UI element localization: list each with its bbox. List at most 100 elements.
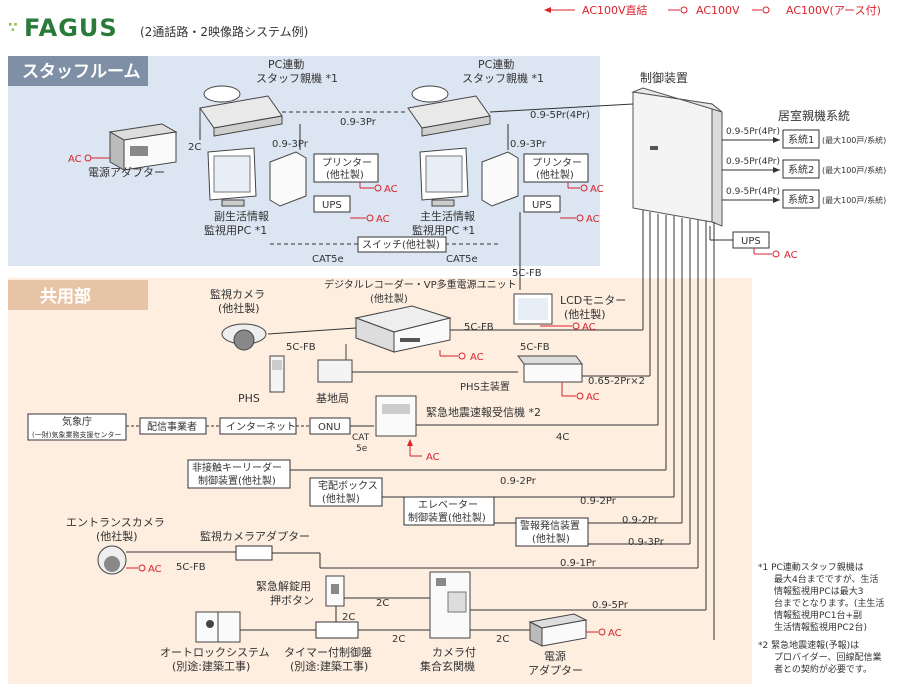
cable-label: 0.9-2Pr <box>580 496 617 507</box>
svg-text:オートロックシステム: オートロックシステム <box>160 646 270 659</box>
cable-label: 0.9-1Pr <box>560 558 597 569</box>
onu-box: ONU <box>309 417 351 435</box>
delivery-box: 宅配ボックス (他社製) <box>309 477 383 507</box>
svg-text:タイマー付制御盤: タイマー付制御盤 <box>284 645 372 659</box>
svg-text:(最大100戸/系統): (最大100戸/系統) <box>822 165 886 175</box>
legend: AC100V直結 AC100V AC100V(アース付) <box>544 3 881 17</box>
svg-text:AC100V(アース付): AC100V(アース付) <box>786 4 881 17</box>
cable-label: 2C <box>188 142 201 153</box>
lcd-monitor: LCDモニター (他社製) AC <box>513 293 626 333</box>
svg-text:非接触キーリーダー: 非接触キーリーダー <box>192 461 282 474</box>
svg-text:CAT5e: CAT5e <box>312 254 344 265</box>
cable-label: 0.9-3Pr <box>272 139 309 150</box>
svg-text:0.9-5Pr(4Pr): 0.9-5Pr(4Pr) <box>726 187 780 197</box>
svg-text:(他社製): (他社製) <box>564 307 606 321</box>
svg-text:気象庁: 気象庁 <box>62 415 92 428</box>
svg-text:生活情報監視用PC2台): 生活情報監視用PC2台) <box>774 621 867 633</box>
svg-text:カメラ付: カメラ付 <box>432 646 476 659</box>
svg-text:プリンター: プリンター <box>322 157 372 169</box>
room-systems: 居室親機系統 0.9-5Pr(4Pr) 0.9-5Pr(4Pr) 0.9-5Pr… <box>722 108 886 209</box>
cable-label: 2C <box>392 634 405 645</box>
svg-text:電源アダプター: 電源アダプター <box>88 165 165 179</box>
svg-text:PHS: PHS <box>238 392 260 405</box>
svg-text:スタッフ親機 *1: スタッフ親機 *1 <box>256 71 338 85</box>
svg-text:AC: AC <box>376 214 390 225</box>
network-switch: スイッチ(他社製) CAT5e CAT5e <box>270 236 500 265</box>
svg-text:AC: AC <box>426 452 440 463</box>
internet-box: インターネット <box>219 417 297 435</box>
svg-text:エントランスカメラ: エントランスカメラ <box>66 516 165 529</box>
svg-text:(一財)気象業務支援センター: (一財)気象業務支援センター <box>32 430 121 439</box>
pc-master-left: PC連動 スタッフ親機 *1 <box>199 57 338 137</box>
svg-text:AC: AC <box>384 184 398 195</box>
svg-text:制御装置: 制御装置 <box>640 70 688 85</box>
svg-text:スタッフ親機 *1: スタッフ親機 *1 <box>462 71 544 85</box>
svg-text:(他社製): (他社製) <box>370 292 408 305</box>
svg-text:制御装置(他社製): 制御装置(他社製) <box>408 511 486 524</box>
svg-text:AC: AC <box>470 352 484 363</box>
entrance-power-adapter: AC 電源 アダプター <box>528 613 622 677</box>
svg-text:(他社製): (他社製) <box>322 492 360 505</box>
jma-box: 気象庁 (一財)気象業務支援センター <box>27 413 127 441</box>
camera-cable <box>267 327 357 335</box>
entrance-camera: エントランスカメラ (他社製) AC <box>66 516 165 575</box>
svg-text:0.9-5Pr(4Pr): 0.9-5Pr(4Pr) <box>726 157 780 167</box>
svg-text:インターネット: インターネット <box>226 421 296 433</box>
svg-text:配信事業者: 配信事業者 <box>147 420 197 433</box>
ups-right: UPS AC <box>523 195 600 225</box>
distributor-box: 配信事業者 <box>139 417 207 435</box>
control-ups: UPS AC <box>709 226 798 261</box>
svg-text:系統3: 系統3 <box>788 193 814 206</box>
svg-text:(他社製): (他社製) <box>218 301 260 315</box>
svg-text:PC連動: PC連動 <box>478 57 514 71</box>
svg-text:監視カメラ: 監視カメラ <box>210 287 265 301</box>
svg-text:監視用PC *1: 監視用PC *1 <box>204 223 267 237</box>
svg-text:(他社製): (他社製) <box>96 529 138 543</box>
cable-label: 5C-FB <box>464 322 494 333</box>
cable-label: 5C-FB <box>176 562 206 573</box>
svg-text:(他社製): (他社製) <box>326 168 364 181</box>
trunk-lines <box>519 210 715 640</box>
svg-text:制御装置(他社製): 制御装置(他社製) <box>198 474 276 487</box>
sub-pc: 副生活情報 監視用PC *1 <box>204 147 307 237</box>
staff-room-title: スタッフルーム <box>22 62 141 82</box>
staff-room-tab <box>8 56 148 86</box>
svg-text:UPS: UPS <box>741 236 761 247</box>
svg-text:AC100V: AC100V <box>696 4 740 17</box>
svg-text:0.9-5Pr(4Pr): 0.9-5Pr(4Pr) <box>726 127 780 137</box>
ac-plug: AC <box>68 154 110 165</box>
cable-label: 5C-FB <box>520 342 550 353</box>
cable-label: 4C <box>556 432 569 443</box>
autolock-system: オートロックシステム (別途:建築工事) <box>160 611 270 673</box>
control-device: 制御装置 <box>631 70 723 227</box>
svg-text:プリンター: プリンター <box>532 157 582 169</box>
svg-text:緊急解錠用: 緊急解錠用 <box>256 579 311 593</box>
cable-label: CAT <box>352 433 370 443</box>
cable-label: 5e <box>356 444 368 454</box>
svg-text:(他社製): (他社製) <box>532 532 570 545</box>
svg-text:情報監視用PCは最大3: 情報監視用PCは最大3 <box>774 585 863 597</box>
svg-text:AC100V直結: AC100V直結 <box>582 3 648 17</box>
svg-text:*1 PC連動スタッフ親機は: *1 PC連動スタッフ親機は <box>758 561 864 573</box>
svg-text:監視用PC *1: 監視用PC *1 <box>412 223 475 237</box>
svg-text:主生活情報: 主生活情報 <box>420 209 475 223</box>
svg-text:UPS: UPS <box>532 200 552 211</box>
surveillance-camera: 監視カメラ (他社製) <box>210 287 267 351</box>
cable-label: 0.9-2Pr <box>622 515 659 526</box>
svg-text:(別途:建築工事): (別途:建築工事) <box>172 659 250 673</box>
svg-text:PC連動: PC連動 <box>268 57 304 71</box>
svg-text:エレベーター: エレベーター <box>418 499 478 511</box>
svg-text:CAT5e: CAT5e <box>446 254 478 265</box>
cable-label: 0.9-5Pr(4Pr) <box>530 110 590 121</box>
svg-text:AC: AC <box>582 322 596 333</box>
base-station: 基地局 <box>316 344 353 405</box>
svg-text:系統1: 系統1 <box>788 133 814 146</box>
svg-text:緊急地震速報受信機 *2: 緊急地震速報受信機 *2 <box>426 405 541 419</box>
cable-label: 0.9-3Pr <box>510 139 547 150</box>
svg-text:AC: AC <box>68 154 82 165</box>
svg-text:集合玄関機: 集合玄関機 <box>420 659 475 673</box>
cable-label: 2C <box>496 634 509 645</box>
diagram-subtitle: (2通話路・2映像路システム例) <box>140 24 308 39</box>
